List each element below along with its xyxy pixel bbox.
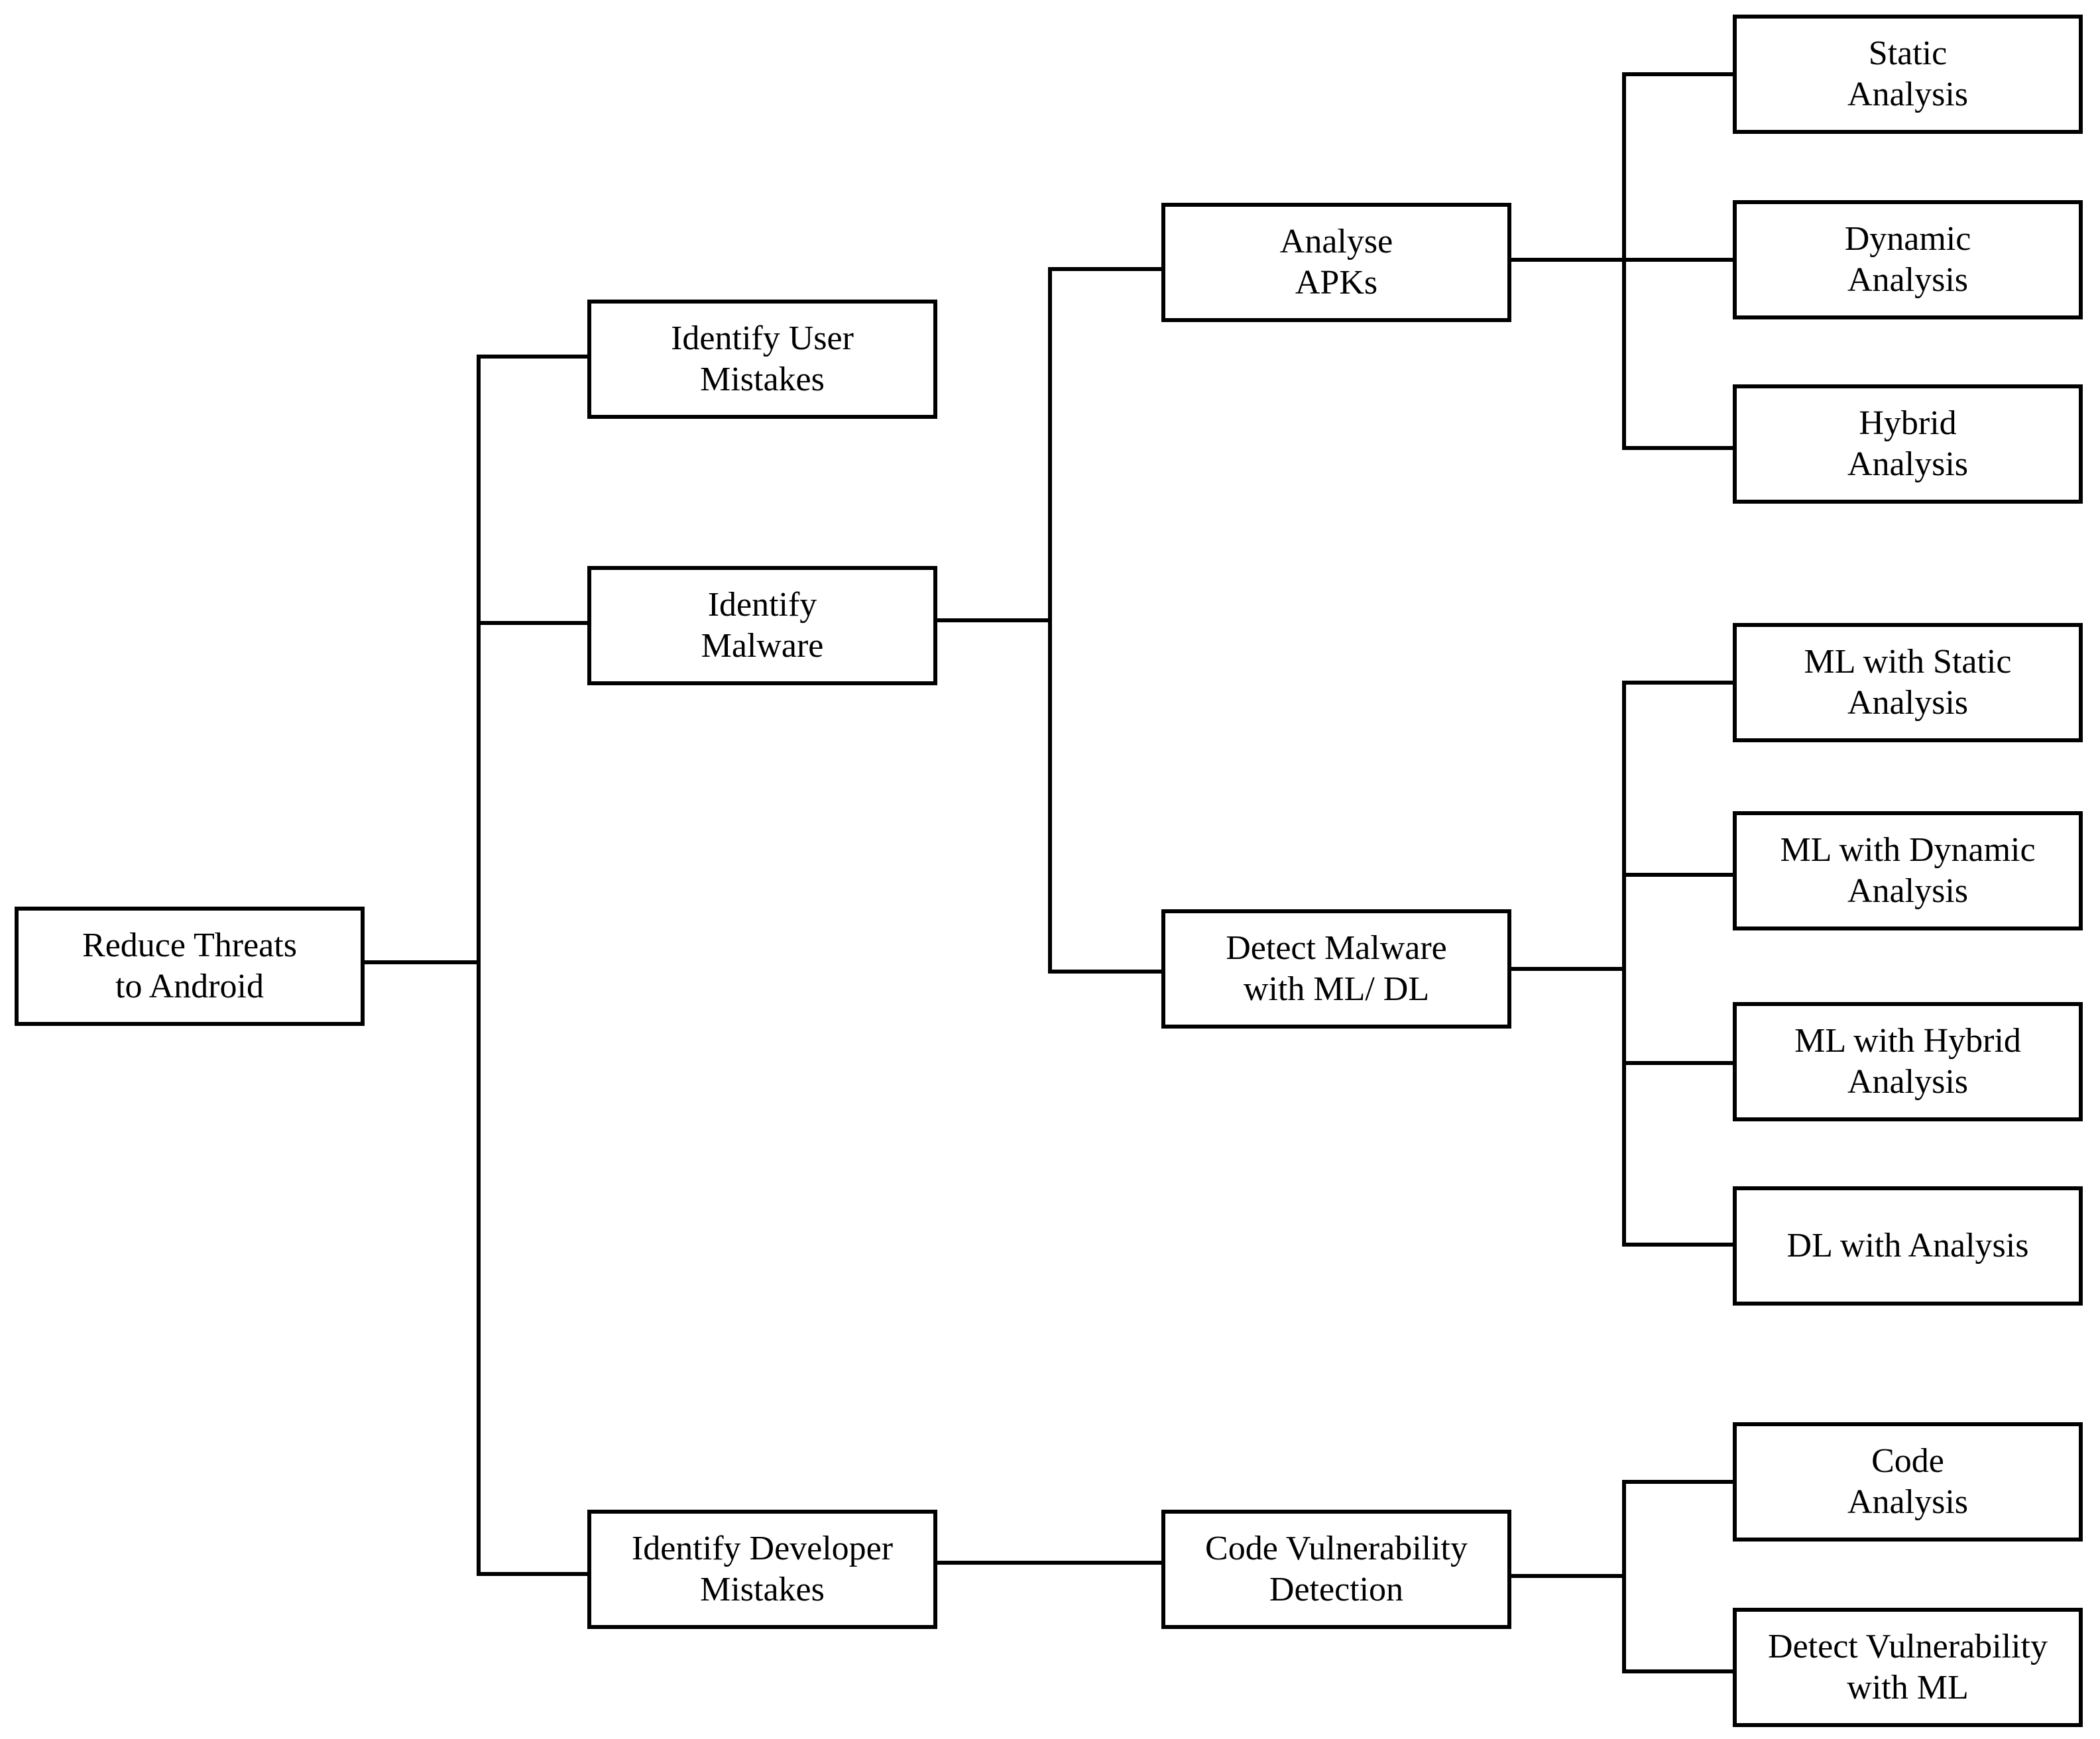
node-label: ML with Dynamic Analysis <box>1780 831 2036 910</box>
node-ml-static-analysis: ML with Static Analysis <box>1733 623 2083 742</box>
node-label: Detect Vulnerability with ML <box>1768 1628 2048 1707</box>
node-code-analysis: Code Analysis <box>1733 1422 2083 1542</box>
node-identify-user-mistakes: Identify User Mistakes <box>587 300 937 419</box>
node-detect-vulnerability-ml: Detect Vulnerability with ML <box>1733 1608 2083 1727</box>
node-identify-developer-mistakes: Identify Developer Mistakes <box>587 1510 937 1629</box>
node-code-vulnerability-detection: Code Vulnerability Detection <box>1161 1510 1511 1629</box>
node-static-analysis: Static Analysis <box>1733 15 2083 134</box>
node-dl-analysis: DL with Analysis <box>1733 1186 2083 1306</box>
node-dynamic-analysis: Dynamic Analysis <box>1733 200 2083 319</box>
node-identify-malware: Identify Malware <box>587 566 937 685</box>
node-label: Identify Developer Mistakes <box>631 1530 894 1608</box>
node-label: Code Vulnerability Detection <box>1205 1530 1468 1608</box>
node-label: DL with Analysis <box>1786 1227 2029 1264</box>
node-label: Dynamic Analysis <box>1844 220 1971 299</box>
node-label: Static Analysis <box>1847 34 1968 113</box>
node-label: ML with Static Analysis <box>1804 643 2012 722</box>
node-ml-hybrid-analysis: ML with Hybrid Analysis <box>1733 1002 2083 1121</box>
node-detect-malware-ml-dl: Detect Malware with ML/ DL <box>1161 909 1511 1029</box>
node-ml-dynamic-analysis: ML with Dynamic Analysis <box>1733 811 2083 930</box>
node-label: Identify User Mistakes <box>671 319 854 398</box>
node-label: Identify Malware <box>701 586 824 665</box>
node-label: Code Analysis <box>1847 1442 1968 1521</box>
node-label: Reduce Threats to Android <box>82 926 297 1005</box>
node-label: Analyse APKs <box>1279 223 1393 302</box>
node-label: ML with Hybrid Analysis <box>1794 1022 2021 1101</box>
node-hybrid-analysis: Hybrid Analysis <box>1733 384 2083 504</box>
node-label: Hybrid Analysis <box>1847 404 1968 483</box>
node-analyse-apks: Analyse APKs <box>1161 203 1511 322</box>
node-label: Detect Malware with ML/ DL <box>1226 929 1447 1008</box>
node-reduce-threats: Reduce Threats to Android <box>15 907 365 1026</box>
